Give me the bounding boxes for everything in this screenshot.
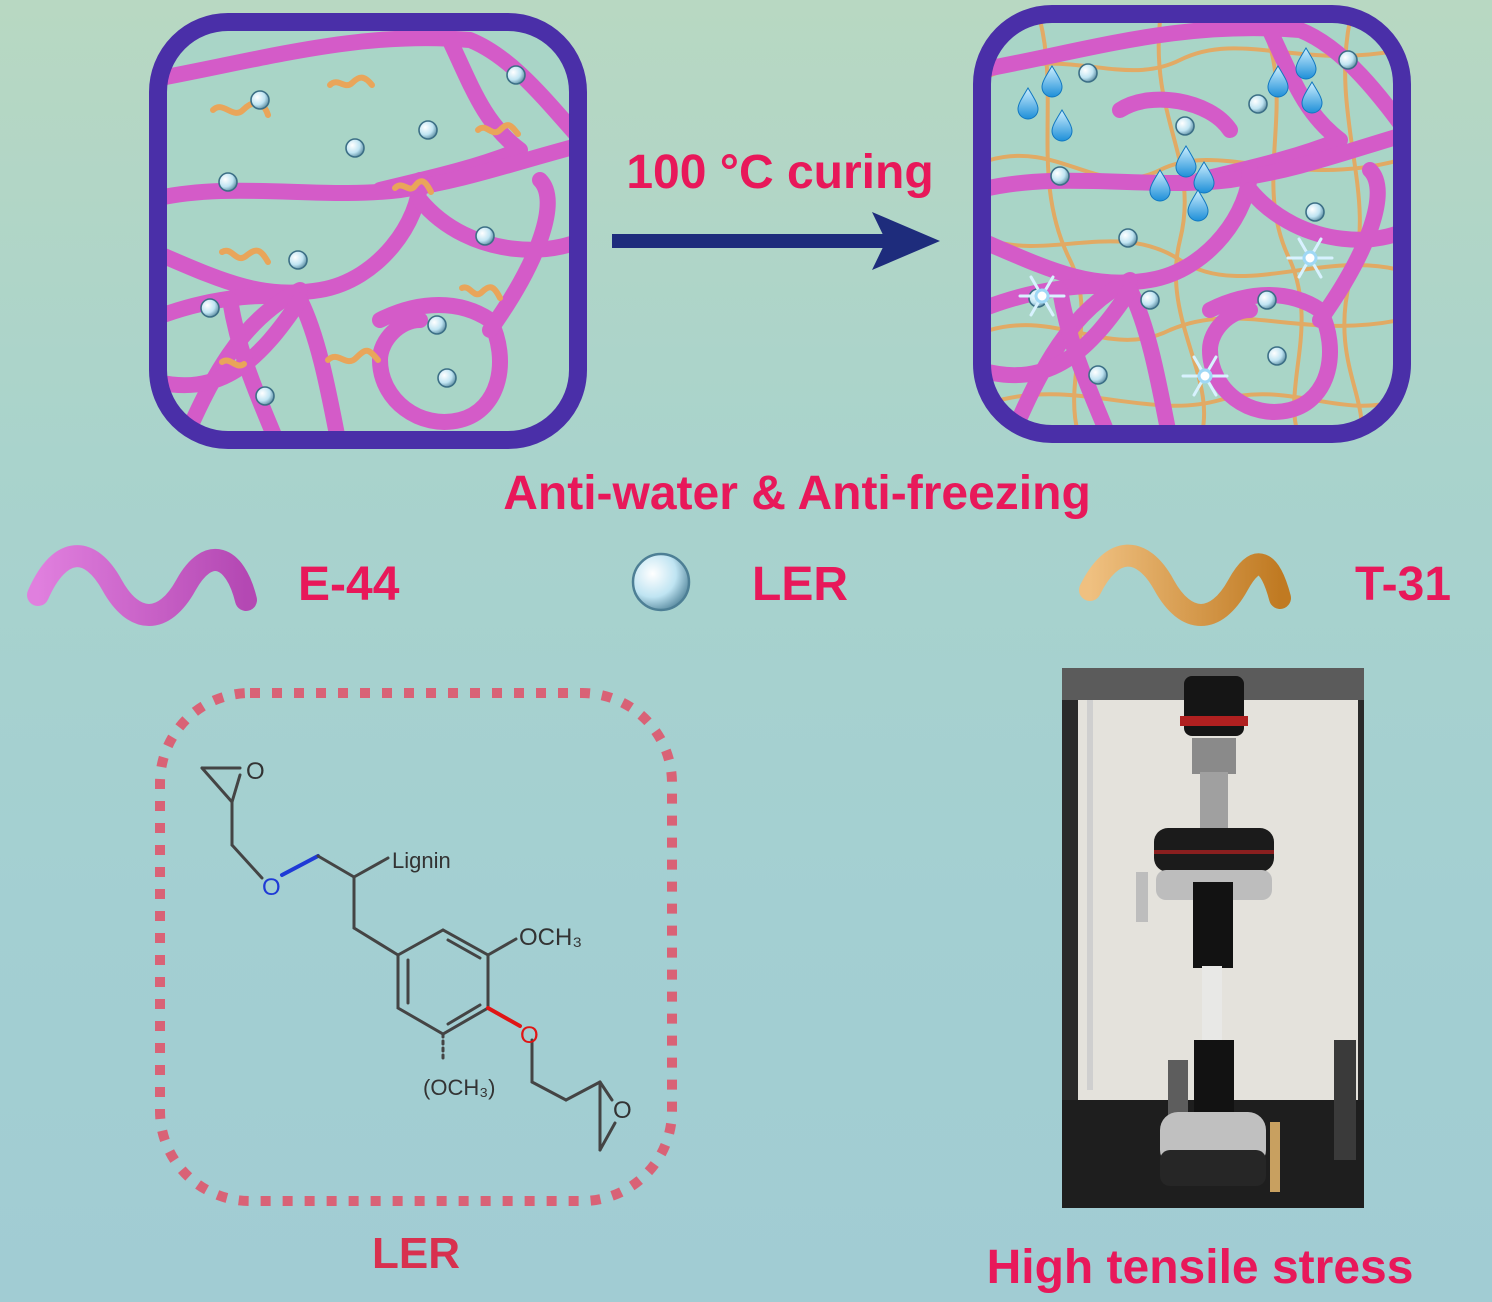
legend: E-44 LER T-31 — [27, 544, 1451, 626]
uncured-network — [158, 22, 578, 440]
pink-wave-icon — [27, 545, 257, 626]
left-frame — [149, 13, 587, 449]
ler-structure-labels: O O Lignin OCH₃ O (OCH₃) O — [246, 758, 632, 1124]
curing-arrow — [612, 212, 940, 270]
cured-network — [982, 14, 1402, 434]
orange-wave-icon — [1079, 544, 1291, 626]
ler-structure-panel: O O Lignin OCH₃ O (OCH₃) O LER — [155, 688, 677, 1278]
legend-label-e44: E-44 — [298, 558, 400, 611]
blue-bead-icon — [631, 552, 691, 612]
result-label: Anti-water & Anti-freezing — [503, 467, 1091, 520]
cured-network-box — [973, 5, 1411, 443]
epoxide-oxygen-bottom: O — [613, 1097, 632, 1124]
ler-caption: LER — [372, 1229, 460, 1278]
uncured-network-box — [149, 13, 587, 449]
optional-methoxy-label: (OCH₃) — [423, 1075, 496, 1100]
curing-label: 100 °C curing — [626, 146, 933, 199]
ether-oxygen: O — [262, 874, 281, 901]
right-frame — [973, 5, 1411, 443]
legend-label-ler: LER — [752, 558, 848, 611]
epoxide-oxygen-top: O — [246, 758, 265, 785]
methoxy-label: OCH₃ — [519, 924, 582, 951]
ler-chemical-structure — [200, 766, 617, 1152]
lignin-label: Lignin — [392, 848, 451, 873]
aryl-ether-oxygen: O — [520, 1022, 539, 1049]
photo-caption: High tensile stress — [987, 1241, 1414, 1294]
tensile-test-photo — [1062, 668, 1364, 1208]
legend-label-t31: T-31 — [1355, 558, 1451, 611]
